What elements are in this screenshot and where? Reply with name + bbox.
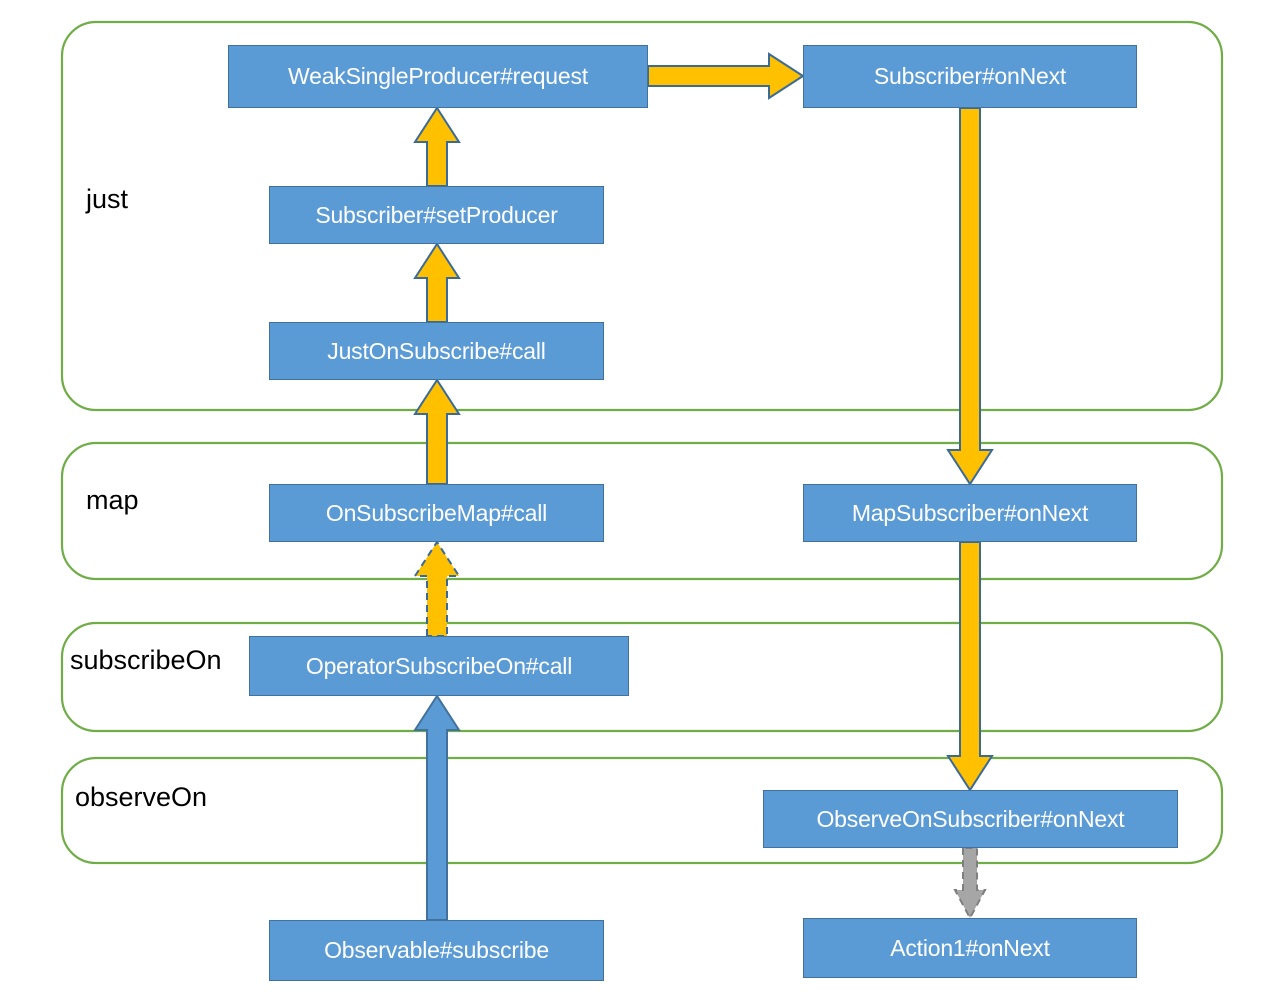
- group-label-just: just: [86, 184, 129, 214]
- arrow-shapes: [413, 52, 994, 921]
- node-subscriber-set-producer[interactable]: Subscriber#setProducer: [269, 186, 604, 244]
- group-label-observeon: observeOn: [75, 782, 208, 812]
- arrow-observablesubscribe-to-operatorsubscribeon: [413, 694, 461, 921]
- node-subscriber-on-next[interactable]: Subscriber#onNext: [803, 45, 1137, 108]
- group-container-observeon: [60, 756, 1224, 865]
- arrow-weakproducer-to-subscriber-onnext: [647, 52, 805, 100]
- node-map-subscriber-on-next[interactable]: MapSubscriber#onNext: [803, 484, 1137, 542]
- group-label-subscribeon: subscribeOn: [70, 645, 222, 675]
- arrow-justonsubscribe-to-setproducer: [413, 242, 461, 323]
- node-just-on-subscribe-call[interactable]: JustOnSubscribe#call: [269, 322, 604, 380]
- arrow-observeonsubscriber-to-action1: [953, 847, 987, 921]
- node-action1-on-next[interactable]: Action1#onNext: [803, 918, 1137, 978]
- group-container-subscribeon: [60, 621, 1224, 733]
- node-weak-single-producer-request[interactable]: WeakSingleProducer#request: [228, 45, 648, 108]
- group-container-just: [60, 20, 1224, 412]
- group-container-shapes: [60, 20, 1224, 865]
- group-label-map: map: [86, 485, 139, 515]
- node-operator-subscribe-on-call[interactable]: OperatorSubscribeOn#call: [249, 636, 629, 696]
- node-observe-on-subscriber-on-next[interactable]: ObserveOnSubscriber#onNext: [763, 790, 1178, 848]
- arrow-onsubscribemap-to-justonsubscribe: [413, 378, 461, 485]
- arrow-mapsubscriber-to-observeonsubscriber: [946, 541, 994, 792]
- arrow-operatorsubscribeon-to-onsubscribemap: [413, 540, 461, 637]
- node-observable-subscribe[interactable]: Observable#subscribe: [269, 920, 604, 981]
- arrow-setproducer-to-weakproducer: [413, 106, 461, 187]
- node-on-subscribe-map-call[interactable]: OnSubscribeMap#call: [269, 484, 604, 542]
- arrow-subscriberonnext-to-mapsubscriber: [946, 107, 994, 486]
- group-container-map: [60, 441, 1224, 581]
